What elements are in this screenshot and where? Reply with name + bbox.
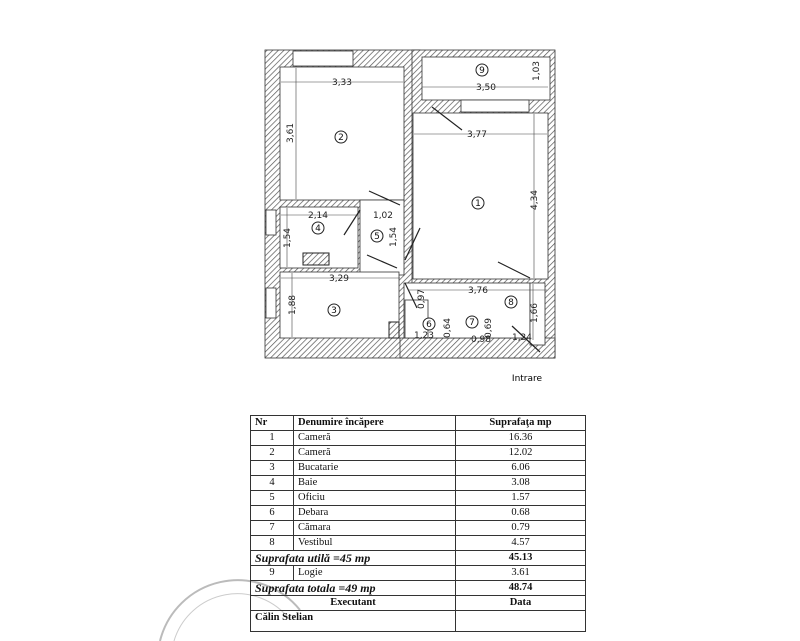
doors: [343, 106, 541, 353]
dim-r6-height: 0,64: [443, 318, 453, 338]
dim-r5-width: 1,02: [373, 211, 393, 221]
dim-r2-width: 3,33: [332, 78, 352, 88]
dim-hall-height: 0,97: [417, 289, 427, 309]
room-2-marker: 2: [334, 130, 348, 144]
svg-text:5: 5: [374, 232, 380, 242]
dim-r7-width: 0,98: [471, 335, 491, 345]
dim-r3-height: 1,88: [288, 295, 298, 315]
dim-r2-height: 3,61: [286, 123, 296, 143]
dim-r7-height: 0,69: [484, 318, 494, 338]
dim-r1-width: 3,77: [467, 130, 487, 140]
dim-r5-height: 1,54: [389, 227, 399, 247]
table-header: Nr Denumire încăpere Suprafaţa mp: [250, 415, 586, 431]
dim-r4-height: 1,54: [283, 228, 293, 248]
svg-text:9: 9: [479, 66, 485, 76]
dimension-lines: [281, 68, 548, 340]
room-7-marker: 7: [465, 315, 479, 329]
dim-r1-height: 4,34: [530, 190, 540, 210]
dim-entry-width: 1,24: [512, 333, 532, 343]
rooms: [279, 56, 551, 346]
floor-plan: 1 2 3 4 5 6 7 8 9 3,33 3,61 3,50: [264, 49, 556, 384]
dim-r3-width: 3,29: [329, 274, 349, 284]
svg-text:2: 2: [338, 133, 344, 143]
room-4-marker: 4: [311, 221, 325, 235]
room-numbers: 1 2 3 4 5 6 7 8 9: [311, 63, 518, 331]
executant-row: Călin Stelian: [250, 610, 586, 632]
dim-r9-width: 3,50: [476, 83, 496, 93]
room-1-marker: 1: [471, 196, 485, 210]
room-9-marker: 9: [475, 63, 489, 77]
dimension-labels: 3,33 3,61 3,50 1,03 3,77 4,34 2,14 1,54 …: [283, 61, 542, 345]
svg-text:1: 1: [475, 199, 481, 209]
entrance-label: Intrare: [512, 374, 543, 384]
svg-text:4: 4: [315, 224, 321, 234]
room-6-marker: 6: [422, 317, 436, 331]
dim-r8-width: 3,76: [468, 286, 488, 296]
dim-r8-height: 1,66: [530, 303, 540, 323]
svg-text:6: 6: [426, 320, 432, 330]
svg-text:8: 8: [508, 298, 514, 308]
room-8-marker: 8: [504, 295, 518, 309]
dim-r6-width: 1,23: [414, 331, 434, 341]
room-3-marker: 3: [327, 303, 341, 317]
svg-text:3: 3: [331, 306, 337, 316]
windows: [265, 50, 530, 319]
svg-text:7: 7: [469, 318, 475, 328]
room-5-marker: 5: [370, 229, 384, 243]
fixtures: [302, 252, 400, 339]
dim-r9-height: 1,03: [532, 61, 542, 81]
dim-r4-width: 2,14: [308, 211, 328, 221]
